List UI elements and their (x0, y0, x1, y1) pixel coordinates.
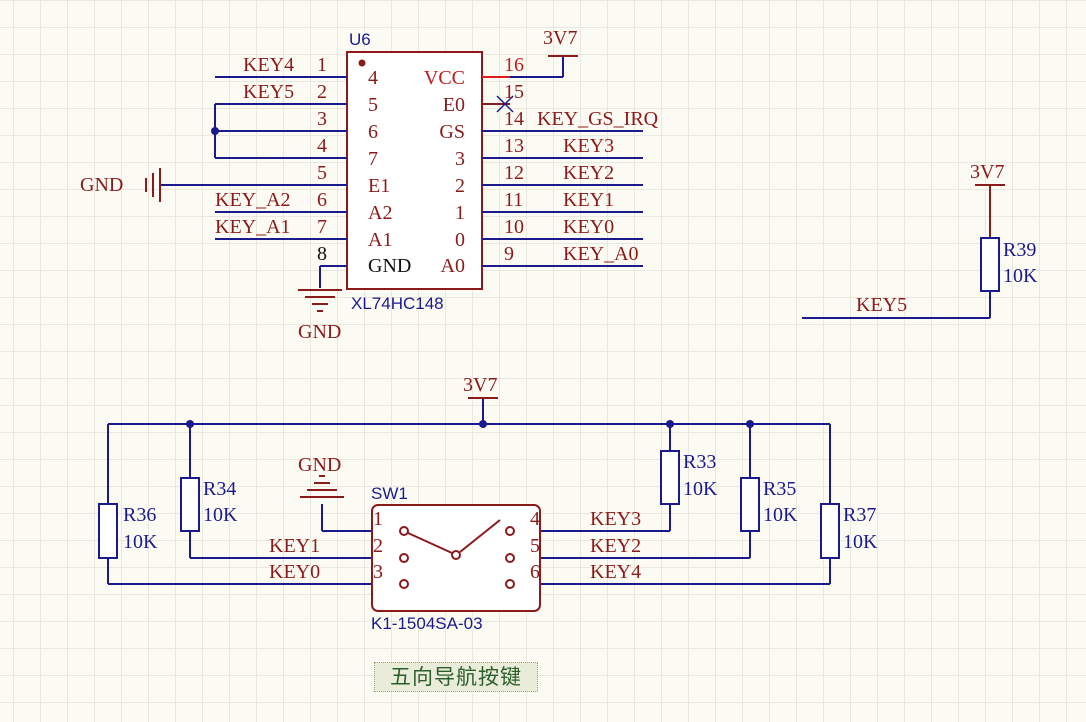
pin-name: 6 (368, 121, 378, 143)
schematic-note[interactable]: 五向导航按键 (374, 662, 538, 692)
u6-right-wires (482, 56, 643, 267)
pin-name: E1 (368, 175, 390, 197)
pin-name: 7 (368, 148, 378, 170)
u6-encoder[interactable]: U6 XL74HC148 (346, 30, 483, 313)
pin-num: 9 (504, 243, 514, 265)
net-label-key0: KEY0 (269, 561, 320, 583)
pin-num: 3 (373, 561, 383, 583)
gnd-icon (300, 475, 344, 498)
pin-num: 1 (317, 54, 327, 76)
u6-left-wires (160, 76, 347, 288)
pin-num: 6 (530, 561, 540, 583)
power-label-3v7: 3V7 (543, 27, 577, 49)
gnd-label: GND (298, 321, 341, 343)
net-label-key4: KEY4 (590, 561, 641, 583)
pin-num: 11 (504, 189, 523, 211)
u6-ref: U6 (349, 30, 371, 49)
junction-dot (211, 127, 219, 135)
pin-num: 13 (504, 135, 524, 157)
r39-value: 10K (1003, 265, 1038, 287)
net-label-key-a1: KEY_A1 (215, 216, 291, 238)
r39-resistor[interactable] (802, 184, 1005, 319)
pin-num: 12 (504, 162, 524, 184)
pin-num: 5 (317, 162, 327, 184)
pin-num: 14 (504, 108, 524, 130)
pin-name: 4 (368, 67, 378, 89)
power-label-3v7: 3V7 (970, 161, 1004, 183)
power-label-3v7: 3V7 (463, 374, 497, 396)
pin-num: 15 (504, 81, 524, 103)
pin-name: E0 (443, 94, 465, 116)
gnd-icon (145, 168, 161, 202)
pin-num: 10 (504, 216, 524, 238)
r35-body (740, 477, 760, 532)
pin-num: 2 (317, 81, 327, 103)
pin-num: 5 (530, 535, 540, 557)
sw1-switch[interactable] (371, 504, 541, 612)
sw1-ref: SW1 (371, 484, 408, 503)
gnd-icon (298, 289, 342, 312)
r33-value: 10K (683, 478, 718, 500)
gnd-label: GND (80, 174, 123, 196)
pin-num: 2 (373, 535, 383, 557)
net-label-key1: KEY1 (563, 189, 614, 211)
net-label-key1: KEY1 (269, 535, 320, 557)
pin-num: 8 (317, 243, 327, 265)
pin-name: 2 (455, 175, 465, 197)
r33-ref: R33 (683, 451, 716, 473)
r39-ref: R39 (1003, 239, 1036, 261)
pin-name: 3 (455, 148, 465, 170)
sw1-part: K1-1504SA-03 (371, 614, 483, 633)
pin-num: 16 (504, 54, 524, 76)
pin-num: 3 (317, 108, 327, 130)
pin-name: A2 (368, 202, 392, 224)
pin-name: VCC (424, 67, 465, 89)
r36-value: 10K (123, 531, 158, 553)
net-label-key2: KEY2 (590, 535, 641, 557)
pin-num: 4 (317, 135, 327, 157)
pin-name: A1 (368, 229, 392, 251)
pin-name: A0 (441, 255, 465, 277)
pin-name: 5 (368, 94, 378, 116)
pin-num: 1 (373, 508, 383, 530)
r34-ref: R34 (203, 478, 236, 500)
pin1-marker-icon (358, 59, 366, 67)
net-label-key-gs-irq: KEY_GS_IRQ (537, 108, 659, 130)
pin-num: 6 (317, 189, 327, 211)
pin-num: 4 (530, 508, 540, 530)
r34-value: 10K (203, 504, 238, 526)
pin-name: 0 (455, 229, 465, 251)
junction-dots (186, 420, 754, 428)
r37-value: 10K (843, 531, 878, 553)
r35-value: 10K (763, 504, 798, 526)
r36-body (98, 503, 118, 559)
net-label-key4: KEY4 (243, 54, 294, 76)
u6-part: XL74HC148 (351, 294, 444, 313)
r37-ref: R37 (843, 504, 876, 526)
pin-name: 1 (455, 202, 465, 224)
r37-body (820, 503, 840, 559)
gnd-label: GND (298, 454, 341, 476)
net-label-key3: KEY3 (590, 508, 641, 530)
net-label-key0: KEY0 (563, 216, 614, 238)
r36-ref: R36 (123, 504, 156, 526)
pin-num: 7 (317, 216, 327, 238)
no-connect-icon (496, 95, 514, 113)
pin-name: GS (439, 121, 465, 143)
net-label-key5: KEY5 (243, 81, 294, 103)
net-label-key-a0: KEY_A0 (563, 243, 639, 265)
pin-name: GND (368, 255, 411, 277)
pullup-wires (107, 398, 831, 585)
net-label-key-a2: KEY_A2 (215, 189, 291, 211)
r34-body (180, 477, 200, 532)
net-label-key3: KEY3 (563, 135, 614, 157)
r35-ref: R35 (763, 478, 796, 500)
net-label-key5: KEY5 (856, 294, 907, 316)
r33-body (660, 450, 680, 505)
pullup-resistors[interactable] (98, 450, 840, 559)
net-label-key2: KEY2 (563, 162, 614, 184)
